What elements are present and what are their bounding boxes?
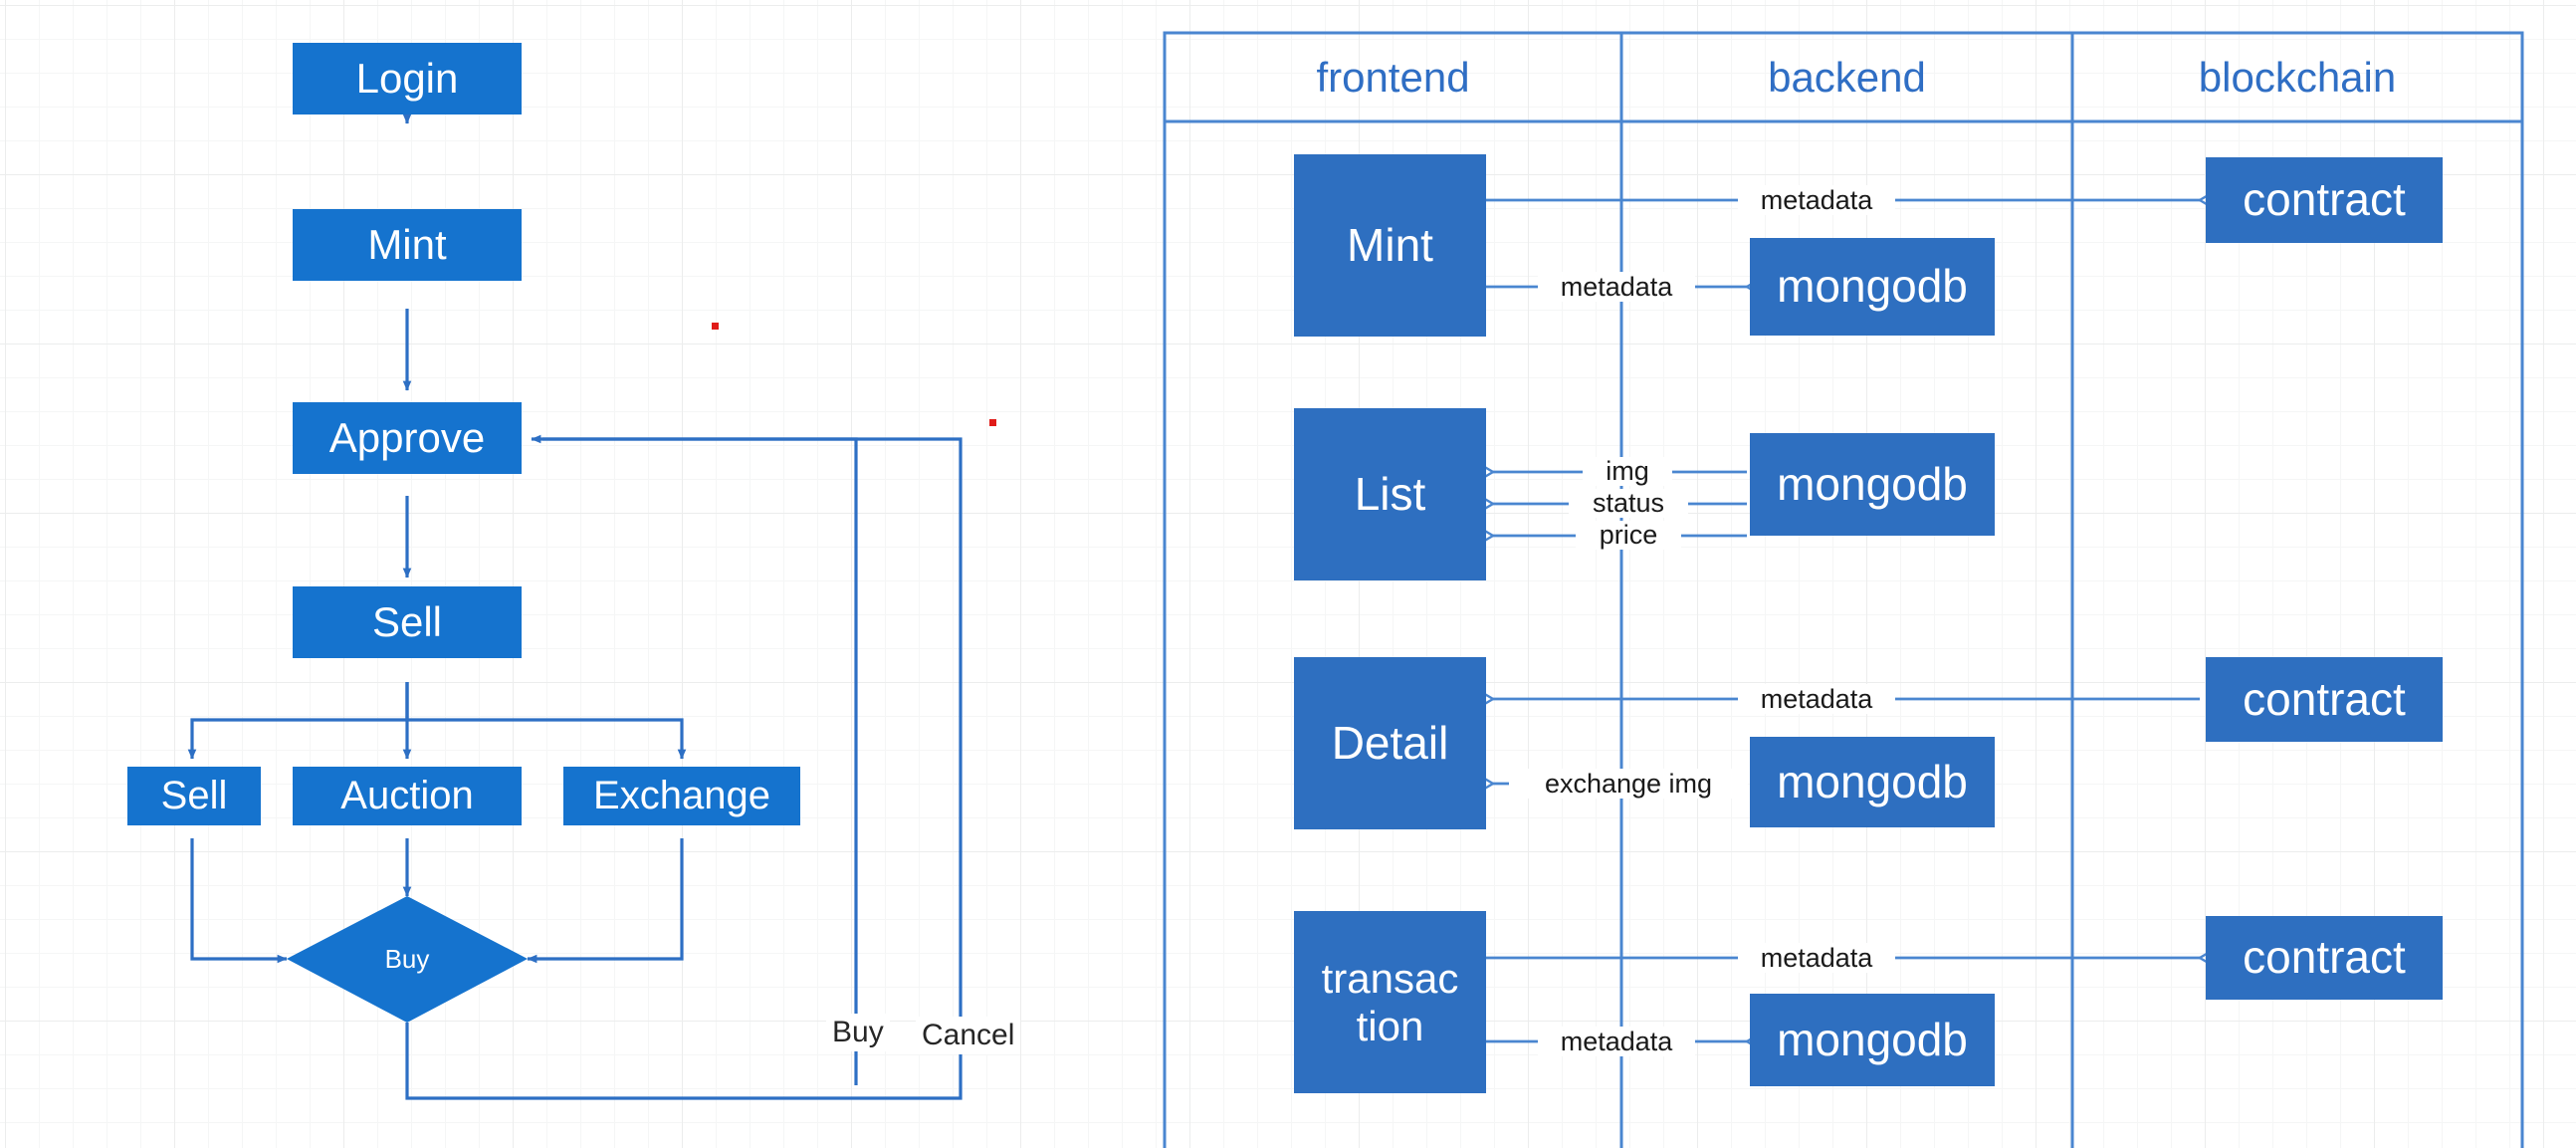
node-approve[interactable]: Approve [293,402,522,474]
edge-label-transaction-mongodb-metadata: metadata [1538,1027,1695,1056]
rnode-list[interactable]: List [1294,408,1486,580]
rnode-mint[interactable]: Mint [1294,154,1486,337]
node-login-label: Login [355,55,459,103]
edge-buy-approve-cancel [405,437,963,1100]
loop-label-buy: Buy [826,1014,890,1051]
edge-label-transaction-contract-metadata: metadata [1738,943,1895,973]
lane-header-row [1163,31,2524,123]
node-auction-label: Auction [340,774,474,818]
edge-exchange-buy [527,838,684,964]
node-sell-secondary-label: Sell [160,774,228,818]
edge-sell-sell2 [187,682,409,760]
node-sell-secondary[interactable]: Sell [127,767,261,825]
rnode-list-mongodb[interactable]: mongodb [1750,433,1995,536]
swimlane-frame [1163,31,2524,1148]
edge-label-detail-exchange-img: exchange img [1509,769,1748,799]
node-approve-label: Approve [328,414,486,462]
node-mint-label: Mint [367,221,447,269]
rnode-detail[interactable]: Detail [1294,657,1486,829]
node-login[interactable]: Login [293,43,522,115]
lane-header-blockchain: blockchain [2198,53,2397,101]
edge-label-list-status: status [1569,489,1688,518]
rnode-transaction-contract[interactable]: contract [2206,916,2443,1000]
rnode-detail-mongodb[interactable]: mongodb [1750,737,1995,827]
edge-label-list-price: price [1576,521,1681,550]
node-auction[interactable]: Auction [293,767,522,825]
artifact-red-dot-1 [712,323,719,330]
edge-buy-approve-buy [531,434,858,1085]
lane-header-frontend: frontend [1316,53,1470,101]
rnode-mint-contract[interactable]: contract [2206,157,2443,243]
edge-label-mint-contract-metadata: metadata [1738,185,1895,215]
left-flow-connectors [187,88,963,1100]
rnode-transaction-line2: tion [1356,1002,1424,1049]
edge-label-list-img: img [1583,457,1672,486]
rnode-transaction[interactable]: transac tion [1294,911,1486,1093]
loop-label-cancel: Cancel [916,1017,1021,1054]
node-sell-label: Sell [371,598,443,646]
buy-diamond [287,896,528,1023]
rnode-mint-mongodb[interactable]: mongodb [1750,238,1995,336]
rnode-detail-contract[interactable]: contract [2206,657,2443,742]
edge-sell-exchange [405,682,687,760]
edge-label-mint-mongodb-metadata: metadata [1538,272,1695,302]
edge-sell2-buy [190,838,288,964]
lane-header-backend: backend [1768,53,1926,101]
node-sell[interactable]: Sell [293,586,522,658]
artifact-red-dot-2 [989,419,996,426]
rnode-transaction-mongodb[interactable]: mongodb [1750,994,1995,1086]
node-mint[interactable]: Mint [293,209,522,281]
rnode-transaction-line1: transac [1321,955,1459,1003]
node-exchange-label: Exchange [593,774,770,818]
node-exchange[interactable]: Exchange [563,767,800,825]
edge-label-detail-metadata: metadata [1738,684,1895,714]
